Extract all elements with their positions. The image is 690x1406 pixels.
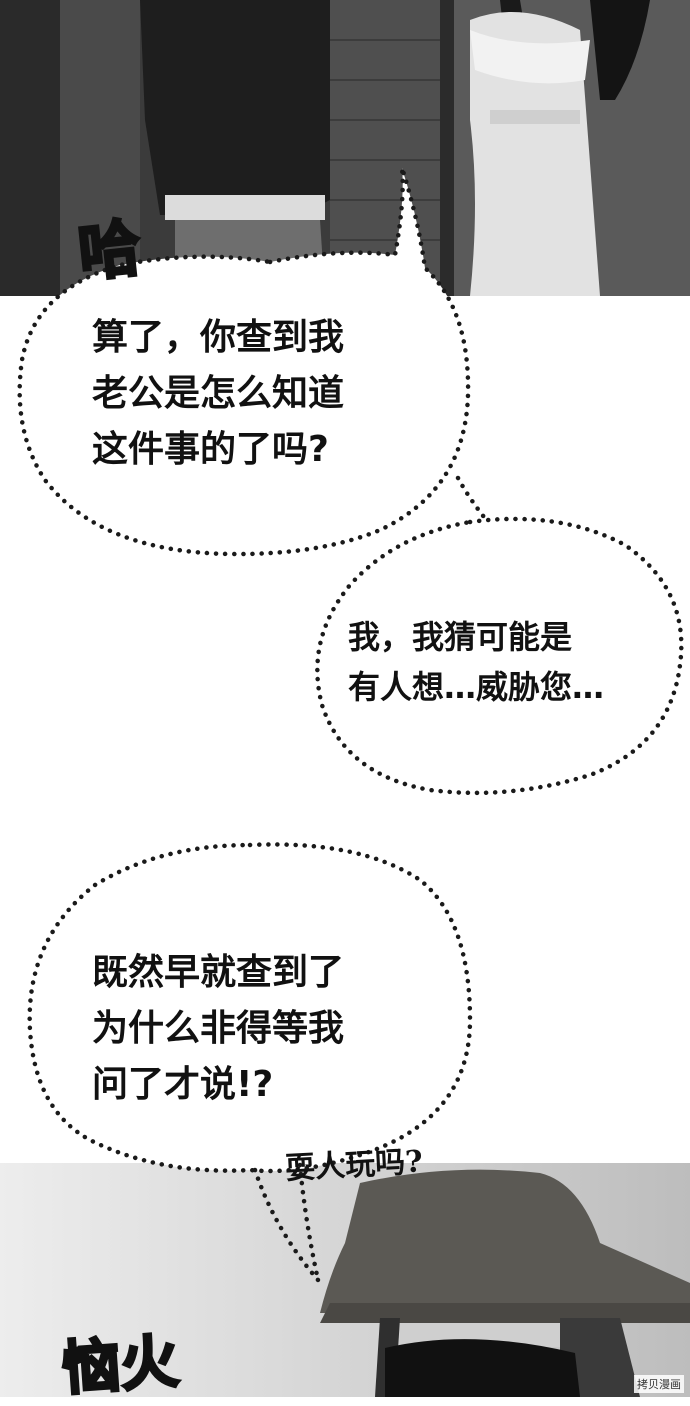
bubble-2-line-1: 我，我猜可能是 [348, 618, 573, 656]
panel-bottom-art [0, 1163, 690, 1397]
bubble-1-line-2: 老公是怎么知道 [92, 373, 345, 414]
speech-bubble-1-outline [17, 167, 471, 557]
speech-bubble-2-outline [315, 516, 684, 796]
speech-bubble-2: 我，我猜可能是 有人想…威胁您… [348, 612, 604, 712]
bubble-2-line-2: 有人想…威胁您… [348, 668, 605, 706]
bubble-3-line-1: 既然早就查到了 [92, 952, 345, 993]
sfx-bottom-left: 恼火 [59, 1326, 182, 1405]
comic-panel-bottom [0, 1163, 690, 1397]
watermark: 拷贝漫画 [634, 1375, 684, 1393]
comic-panel-top [0, 0, 690, 296]
speech-bubble-3: 既然早就查到了 为什么非得等我 问了才说!? [92, 945, 344, 1113]
bubble-1-line-3: 这件事的了吗? [92, 429, 329, 470]
panel-top-art [0, 0, 690, 296]
bubble-3-line-3: 问了才说!? [92, 1064, 274, 1105]
speech-bubble-1: 算了，你查到我 老公是怎么知道 这件事的了吗? [92, 310, 344, 478]
sfx-bottom-right: 耍人玩吗? [284, 1144, 424, 1187]
bubble-3-line-2: 为什么非得等我 [92, 1008, 345, 1049]
bubble-1-line-1: 算了，你查到我 [92, 317, 345, 358]
speech-bubble-3-outline [27, 842, 473, 1174]
sfx-top: 哈 [73, 209, 145, 291]
